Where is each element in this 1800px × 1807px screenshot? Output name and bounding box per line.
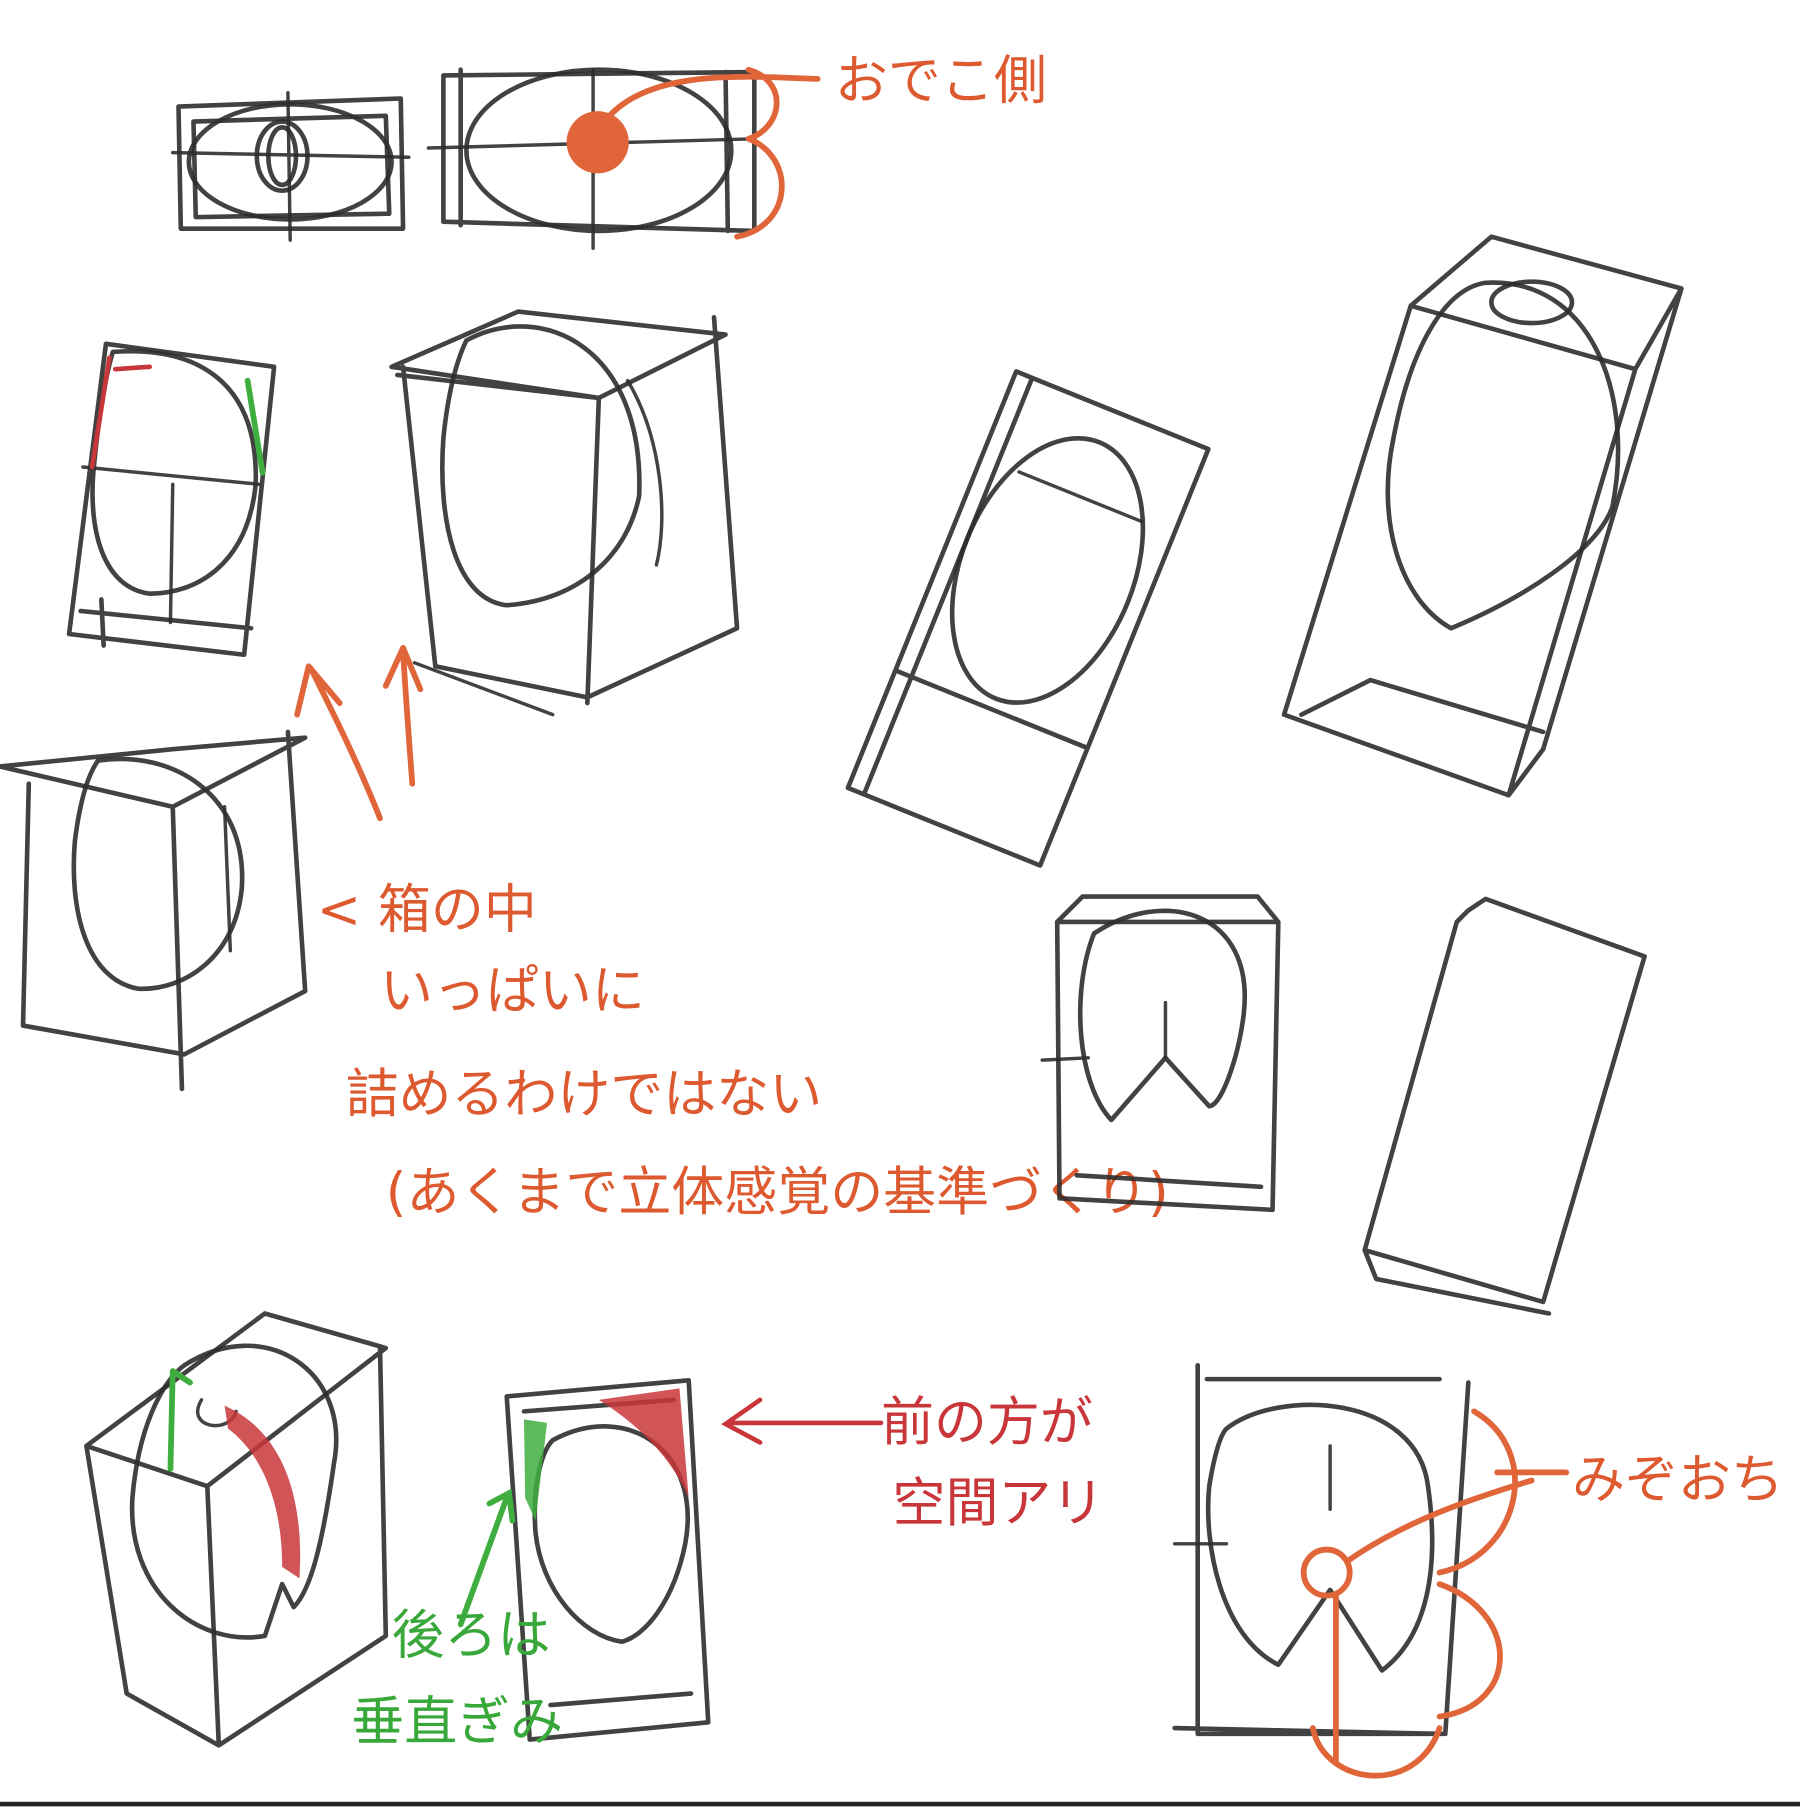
box-note-line-2: いっぱいに [380,960,645,1021]
box-note-line-4: (あくまで立体感覚の基準づくり) [386,1162,1169,1223]
annotation-back-vertical: 後ろは 垂直ぎみ [351,1605,563,1752]
arrow-front-space [721,1397,884,1445]
front-space-line-2: 空間アリ [893,1473,1105,1534]
sketch-head-box-3 [0,729,308,1092]
sketch-front-box-bottom [457,1377,711,1742]
bottom-border [0,1801,1800,1807]
sketch-front-box-chin [1040,894,1281,1213]
red-front-shading [598,1388,689,1498]
annotation-box-note: < 箱の中 いっぱいに 詰めるわけではない (あくまで立体感覚の基準づくり) [317,880,1169,1223]
sketch-tilted-box-2 [1281,234,1684,798]
arrows-pointing-up [294,644,424,822]
sketch-front-box-solar-plexus [1172,1363,1570,1779]
back-line-2: 垂直ぎみ [351,1692,563,1753]
red-shading [224,1405,301,1579]
box-note-line-3: 詰めるわけではない [345,1064,822,1125]
annotation-solar-plexus: みぞおち [1572,1450,1784,1511]
box-note-line-1: < 箱の中 [317,880,537,941]
front-space-line-1: 前の方が [881,1392,1093,1453]
back-line-1: 後ろは [392,1605,551,1666]
sketch-three-quarter-box [84,1311,389,1748]
sketch-tilted-box-1 [845,369,1211,868]
annotation-forehead-side: おでこ側 [835,51,1047,112]
sketch-front-box-small [171,91,411,242]
annotation-front-space: 前の方が 空間アリ [881,1392,1104,1534]
green-back-shading [523,1419,548,1521]
pupil-marker [566,111,629,174]
sketch-head-box-2 [389,309,740,717]
sketch-empty-tilted-box [1362,896,1647,1316]
sketch-head-box-1 [66,341,277,658]
sketch-front-box-pupil [426,66,821,250]
